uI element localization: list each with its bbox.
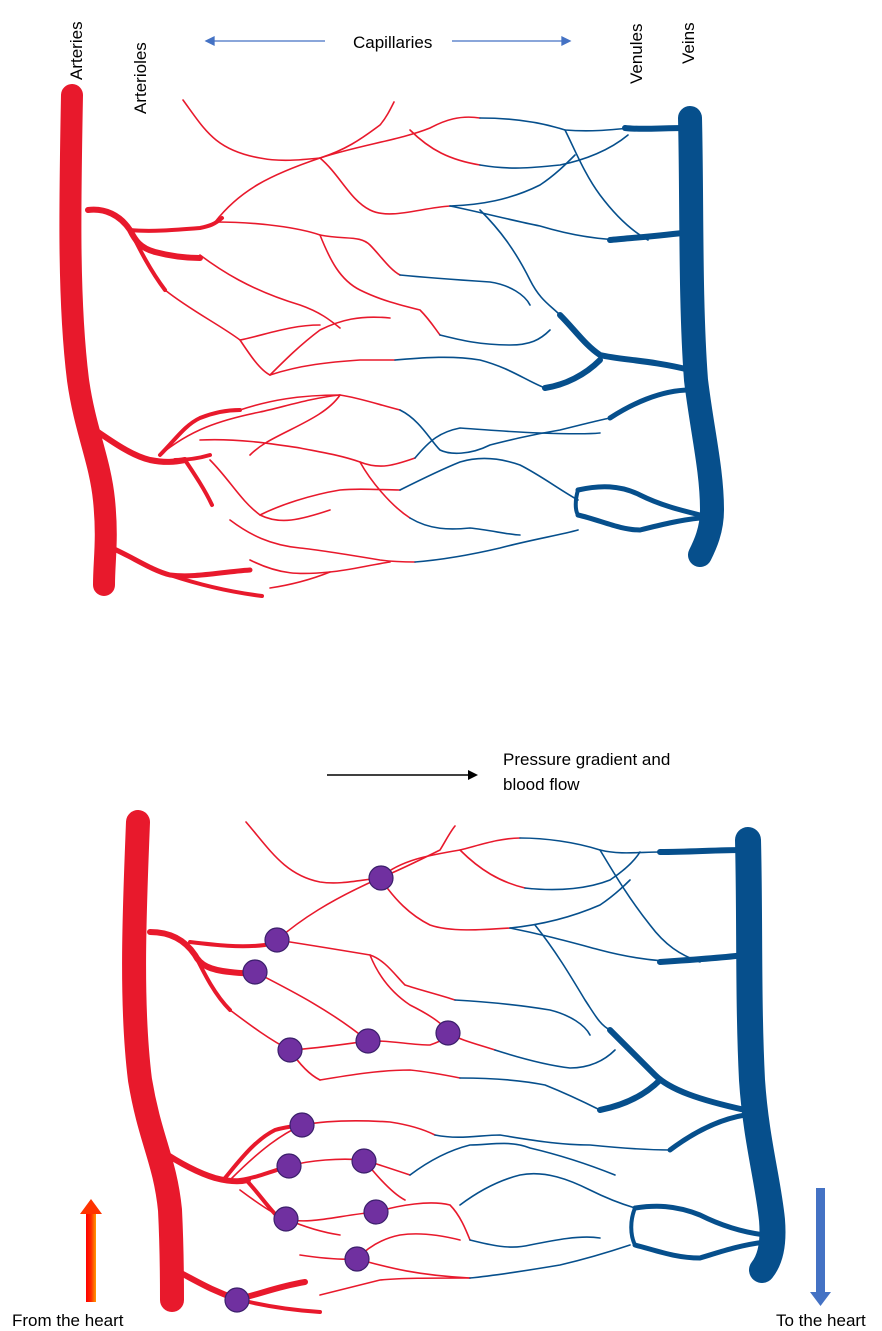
precapillary-sphincters: [225, 866, 460, 1312]
sphincter-dot: [243, 960, 267, 984]
sphincter-dot: [436, 1021, 460, 1045]
from-heart-label: From the heart: [12, 1311, 124, 1331]
venous-capillaries-bottom: [410, 838, 700, 1278]
sphincter-dot: [352, 1149, 376, 1173]
sphincter-dot: [364, 1200, 388, 1224]
sphincter-dot: [277, 1154, 301, 1178]
sphincter-dot: [290, 1113, 314, 1137]
sphincter-dot: [345, 1247, 369, 1271]
sphincter-dot: [278, 1038, 302, 1062]
sphincter-dot: [225, 1288, 249, 1312]
pressure-label-line2: blood flow: [503, 775, 580, 794]
pressure-arrow: [327, 770, 478, 780]
sphincter-dot: [274, 1207, 298, 1231]
sphincter-dot: [356, 1029, 380, 1053]
to-heart-arrow: [810, 1188, 831, 1306]
sphincter-dot: [369, 866, 393, 890]
vein-bottom: [748, 840, 773, 1270]
to-heart-label: To the heart: [776, 1311, 866, 1331]
from-heart-arrow: [80, 1199, 102, 1302]
sphincter-dot: [265, 928, 289, 952]
artery-bottom: [134, 822, 172, 1300]
pressure-label-line1: Pressure gradient and: [503, 750, 670, 769]
